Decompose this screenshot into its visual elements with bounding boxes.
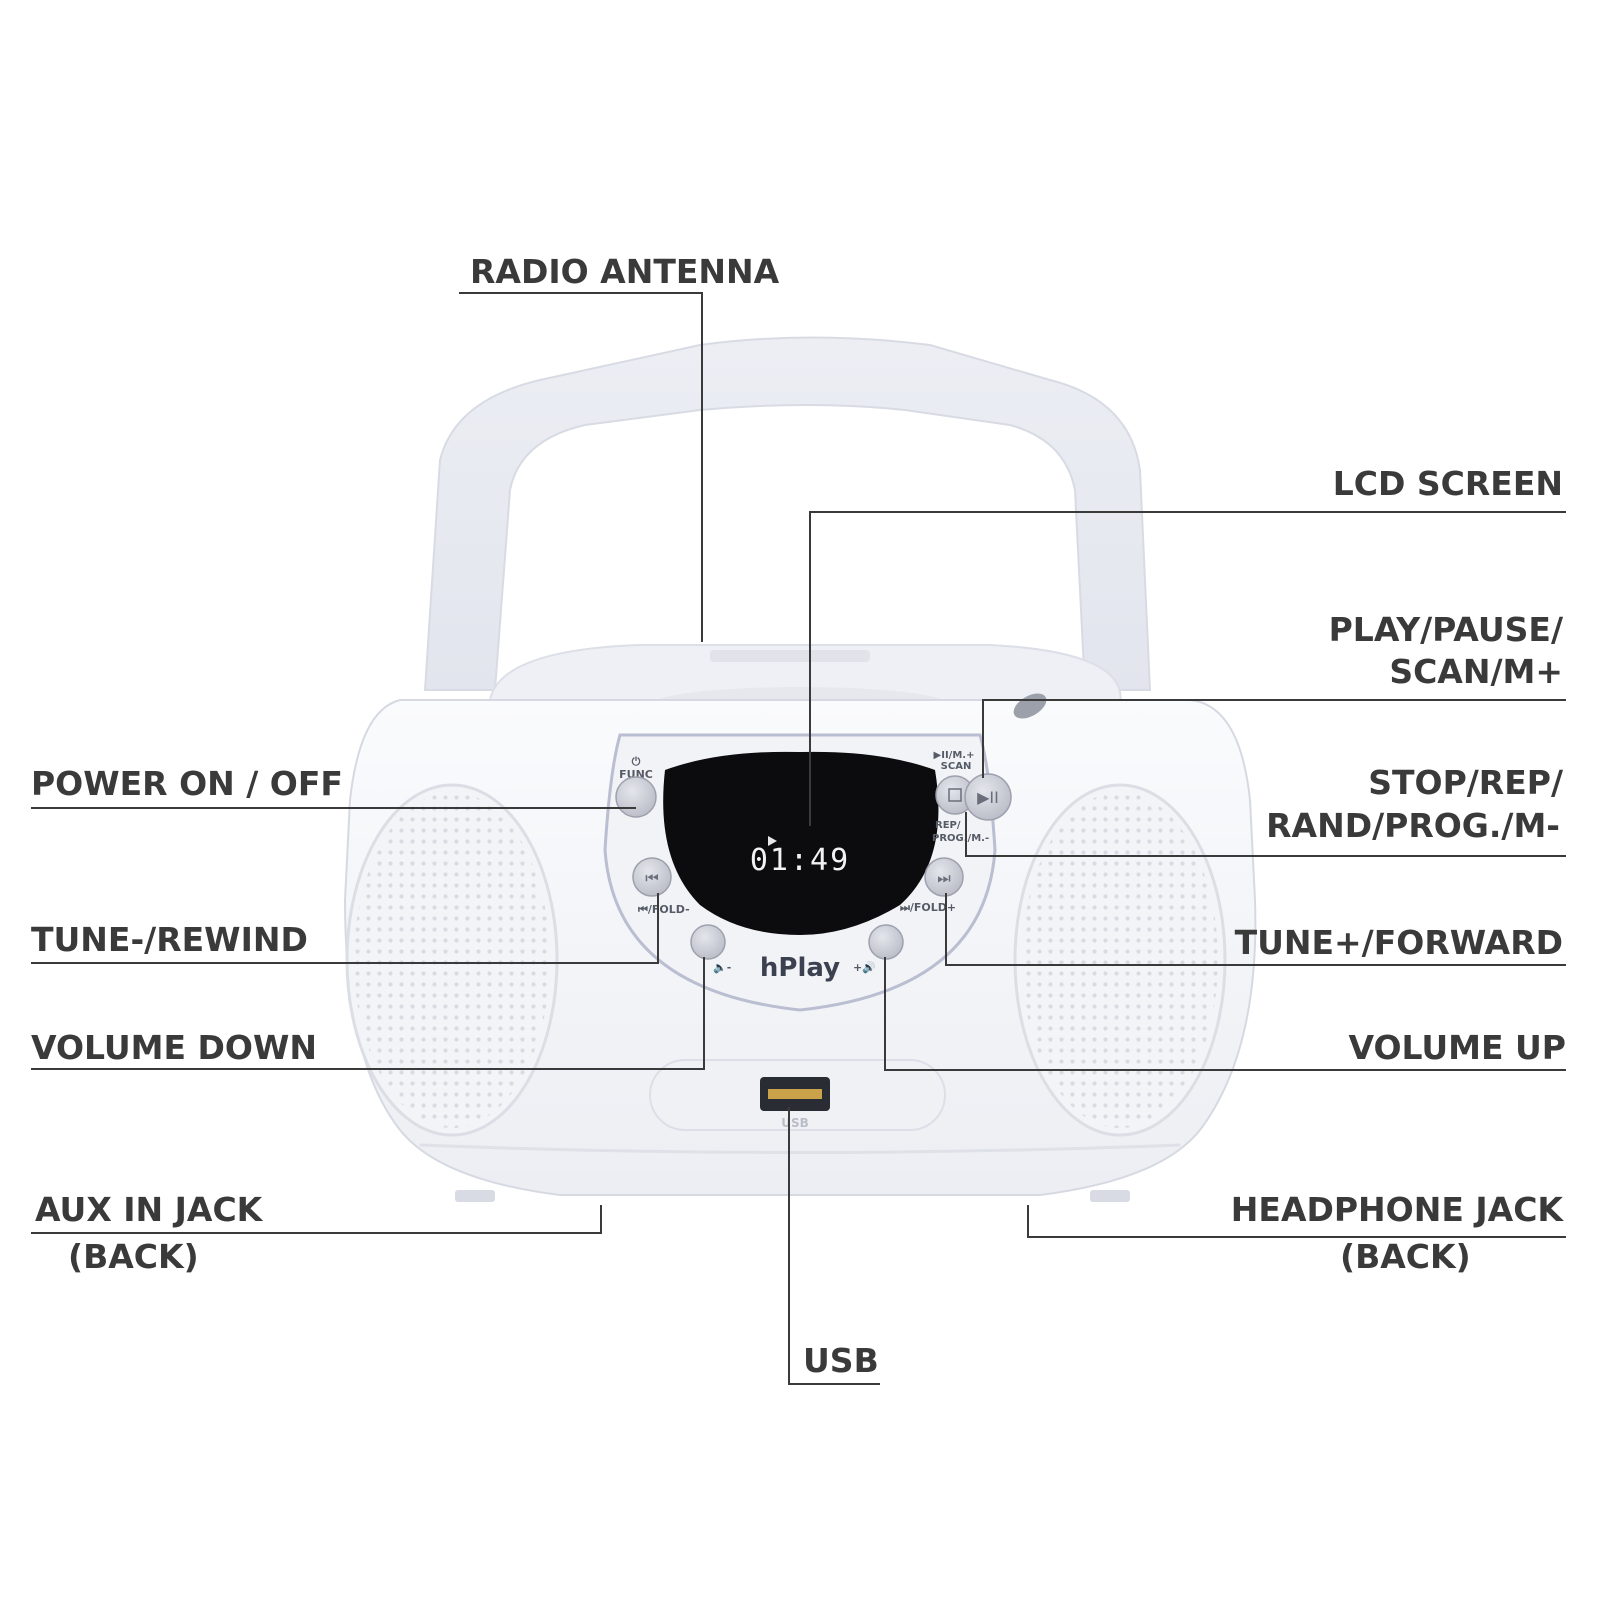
leader-play-pause xyxy=(982,699,1566,778)
leader-radio-antenna xyxy=(459,292,703,642)
leader-aux-in xyxy=(31,1205,602,1234)
next-button[interactable] xyxy=(924,857,964,897)
leader-volume-up xyxy=(884,957,1566,1071)
stop-icon xyxy=(948,788,962,802)
play-label-line2: SCAN xyxy=(941,761,972,772)
play-label-line1: ▶II/M.+ xyxy=(934,750,975,761)
next-icon: ⏭ xyxy=(937,869,951,887)
play-pause-button[interactable] xyxy=(964,773,1012,821)
bottom-seam xyxy=(419,1143,1181,1154)
vol-down-label: 🔈- xyxy=(713,961,731,974)
volume-down-button[interactable] xyxy=(690,924,726,960)
label-power: POWER ON / OFF xyxy=(31,764,343,803)
label-play-pause-line2: SCAN/M+ xyxy=(1389,652,1563,691)
carry-handle xyxy=(423,336,1152,691)
play-pause-icon: ▶II xyxy=(977,788,999,807)
lcd-time-display: 01:49 xyxy=(750,843,850,878)
label-radio-antenna: RADIO ANTENNA xyxy=(470,252,780,291)
callout-labels: RADIO ANTENNA LCD SCREEN PLAY/PAUSE/ SCA… xyxy=(31,252,1566,1380)
lcd-screen xyxy=(663,751,939,935)
leader-tune-plus xyxy=(945,893,1566,966)
right-foot xyxy=(1090,1190,1130,1202)
prev-label: ⏮/FOLD- xyxy=(638,903,690,916)
rep-label-line2: PROG./M.- xyxy=(932,833,989,844)
label-play-pause-line1: PLAY/PAUSE/ xyxy=(1329,610,1564,649)
leader-headphone xyxy=(1027,1205,1566,1238)
func-label: FUNC xyxy=(619,768,653,781)
label-headphone-line2: (BACK) xyxy=(1340,1237,1471,1276)
leader-volume-down xyxy=(31,957,705,1070)
label-aux-line1: AUX IN JACK xyxy=(35,1190,264,1229)
usb-port-label: USB xyxy=(781,1116,809,1130)
left-foot xyxy=(455,1190,495,1202)
leader-tune-minus xyxy=(31,893,659,964)
prev-icon: ⏮ xyxy=(645,869,659,887)
cd-lid xyxy=(489,644,1122,706)
label-stop-rep-line2: RAND/PROG./M- xyxy=(1266,806,1560,845)
label-headphone-line1: HEADPHONE JACK xyxy=(1231,1190,1565,1229)
vol-up-label: +🔊 xyxy=(853,960,876,974)
play-indicator-icon xyxy=(768,836,777,846)
left-speaker-dots xyxy=(354,792,550,1128)
label-stop-rep-line1: STOP/REP/ xyxy=(1368,763,1564,802)
label-tune-minus: TUNE-/REWIND xyxy=(31,920,308,959)
boombox: 01:49 ⏻ FUNC ▶II/M.+ SCAN REP/ PROG./M.-… xyxy=(343,336,1257,1202)
brand-logo: hPlay xyxy=(760,953,840,983)
label-lcd-screen: LCD SCREEN xyxy=(1333,464,1563,503)
label-tune-plus: TUNE+/FORWARD xyxy=(1235,923,1563,962)
label-usb: USB xyxy=(803,1341,879,1380)
leader-lines xyxy=(31,292,1566,1385)
lid-logo-plate xyxy=(710,650,870,662)
leader-lcd-screen xyxy=(809,511,1566,826)
label-aux-line2: (BACK) xyxy=(68,1237,199,1276)
leader-usb xyxy=(788,1107,880,1385)
right-speaker-dots xyxy=(1022,792,1218,1128)
leader-stop-rep xyxy=(965,812,1566,857)
next-label: ⏭/FOLD+ xyxy=(900,901,956,914)
power-button[interactable] xyxy=(615,776,657,818)
label-volume-up: VOLUME UP xyxy=(1348,1028,1566,1067)
prev-button[interactable] xyxy=(632,857,672,897)
power-icon: ⏻ xyxy=(632,755,641,768)
volume-up-button[interactable] xyxy=(868,924,904,960)
label-volume-down: VOLUME DOWN xyxy=(31,1028,317,1067)
rep-label-line1: REP/ xyxy=(935,820,961,831)
usb-port-tongue xyxy=(768,1089,822,1099)
